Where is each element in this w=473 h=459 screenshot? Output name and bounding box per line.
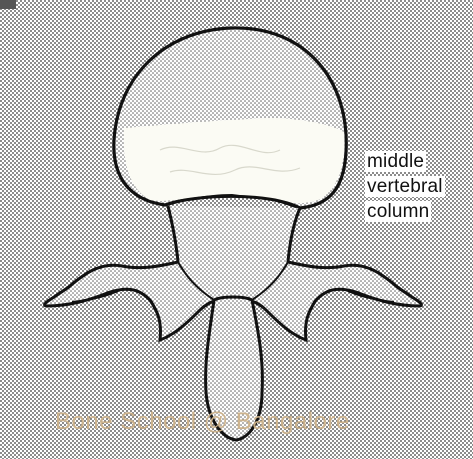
- label-middle: middle: [365, 151, 426, 172]
- middle-column-band: [124, 118, 345, 203]
- corner-tab: [0, 0, 16, 9]
- label-column: column: [365, 201, 431, 222]
- label-vertebral: vertebral: [365, 176, 445, 197]
- watermark-text: Bone School @ Bangalore: [55, 408, 350, 436]
